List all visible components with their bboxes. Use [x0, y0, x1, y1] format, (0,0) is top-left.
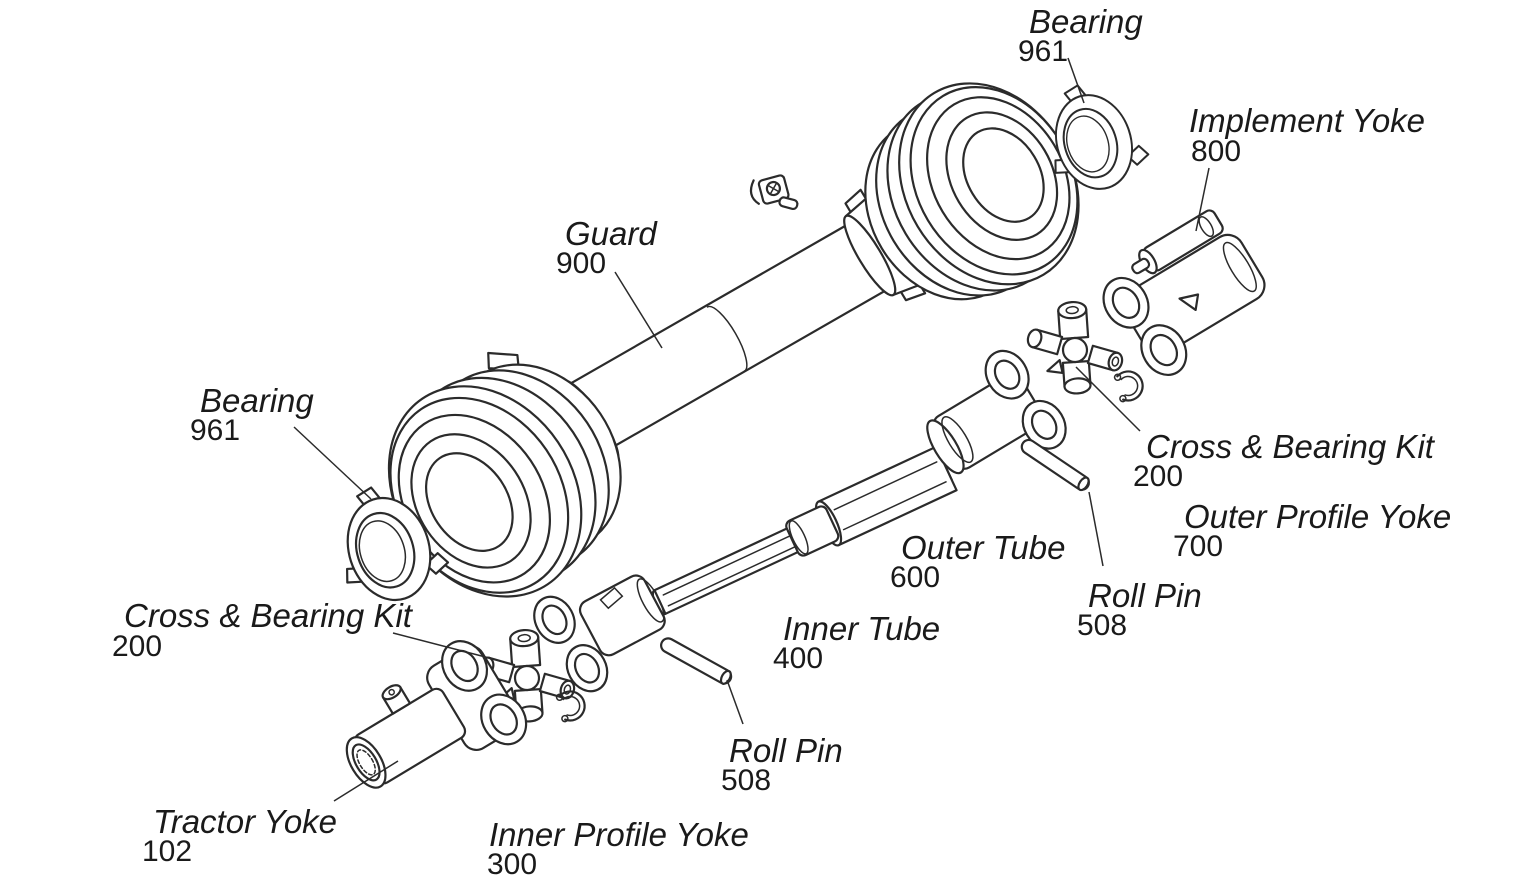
part-name: Inner Profile Yoke: [489, 816, 749, 853]
part-name: Bearing: [200, 382, 314, 419]
quick-disconnect-collar: [1131, 209, 1224, 275]
circlip-right-drawing: [1112, 367, 1147, 404]
part-name: Roll Pin: [1088, 577, 1202, 614]
telescoping-tubes-drawing: [651, 445, 958, 616]
guard-restraint-clip-drawing: [749, 174, 799, 211]
label-inner-profile-yoke: Inner Profile Yoke 300: [487, 816, 749, 880]
part-name: Cross & Bearing Kit: [124, 597, 414, 634]
part-number: 200: [1133, 460, 1183, 493]
tractor-yoke-drawing: [345, 640, 528, 789]
roll-pin-center-drawing: [657, 634, 735, 688]
part-number: 700: [1173, 530, 1223, 563]
label-outer-tube: Outer Tube 600: [890, 529, 1065, 594]
leader-tractor-yoke: [333, 760, 399, 802]
part-number: 102: [142, 835, 192, 868]
part-number: 200: [112, 630, 162, 663]
leader-bearing-left: [293, 426, 372, 500]
label-cross-bearing-kit-left: Cross & Bearing Kit 200: [112, 597, 414, 663]
label-cross-bearing-kit-right: Cross & Bearing Kit 200: [1133, 428, 1436, 493]
part-name: Implement Yoke: [1189, 102, 1425, 139]
label-bearing-left: Bearing 961: [190, 382, 314, 447]
label-outer-profile-yoke: Outer Profile Yoke 700: [1173, 498, 1451, 563]
part-name: Cross & Bearing Kit: [1146, 428, 1436, 465]
label-tractor-yoke: Tractor Yoke 102: [142, 803, 337, 868]
part-name: Roll Pin: [729, 732, 843, 769]
part-number: 961: [1018, 35, 1068, 68]
guard-left-bell-drawing: [387, 351, 622, 598]
label-guard: Guard 900: [556, 215, 658, 280]
part-number: 300: [487, 848, 537, 880]
part-name: Guard: [565, 215, 658, 252]
leader-guard: [614, 271, 663, 349]
part-name: Bearing: [1029, 3, 1143, 40]
part-name: Outer Profile Yoke: [1184, 498, 1451, 535]
outer-profile-yoke-drawing: [926, 349, 1067, 475]
part-name: Tractor Yoke: [153, 803, 337, 840]
part-number: 600: [890, 561, 940, 594]
label-roll-pin-center: Roll Pin 508: [721, 732, 843, 797]
wear-sleeve: [785, 505, 840, 557]
inner-profile-yoke-drawing: [533, 574, 666, 693]
part-number: 400: [773, 642, 823, 675]
part-number: 508: [1077, 609, 1127, 642]
part-number: 800: [1191, 135, 1241, 168]
label-inner-tube: Inner Tube 400: [773, 610, 940, 675]
label-roll-pin-right: Roll Pin 508: [1077, 577, 1202, 642]
leader-cross-bearing-kit-right: [1075, 366, 1141, 432]
guard-right-bell-drawing: [843, 82, 1080, 302]
part-name: Outer Tube: [901, 529, 1065, 566]
part-number: 900: [556, 247, 606, 280]
leader-bearing-top: [1067, 57, 1085, 104]
leader-roll-pin-center: [726, 679, 744, 725]
label-bearing-top: Bearing 961: [1018, 3, 1143, 68]
part-number: 961: [190, 414, 240, 447]
leader-roll-pin-right: [1088, 491, 1104, 567]
label-implement-yoke: Implement Yoke 800: [1189, 102, 1425, 168]
leader-cross-bearing-kit-left: [392, 632, 498, 661]
implement-yoke-drawing: [1102, 209, 1266, 376]
guard-tube-drawing: [559, 220, 892, 457]
push-pin: [381, 684, 412, 715]
part-number: 508: [721, 764, 771, 797]
part-name: Inner Tube: [783, 610, 940, 647]
leader-implement-yoke: [1195, 167, 1210, 232]
